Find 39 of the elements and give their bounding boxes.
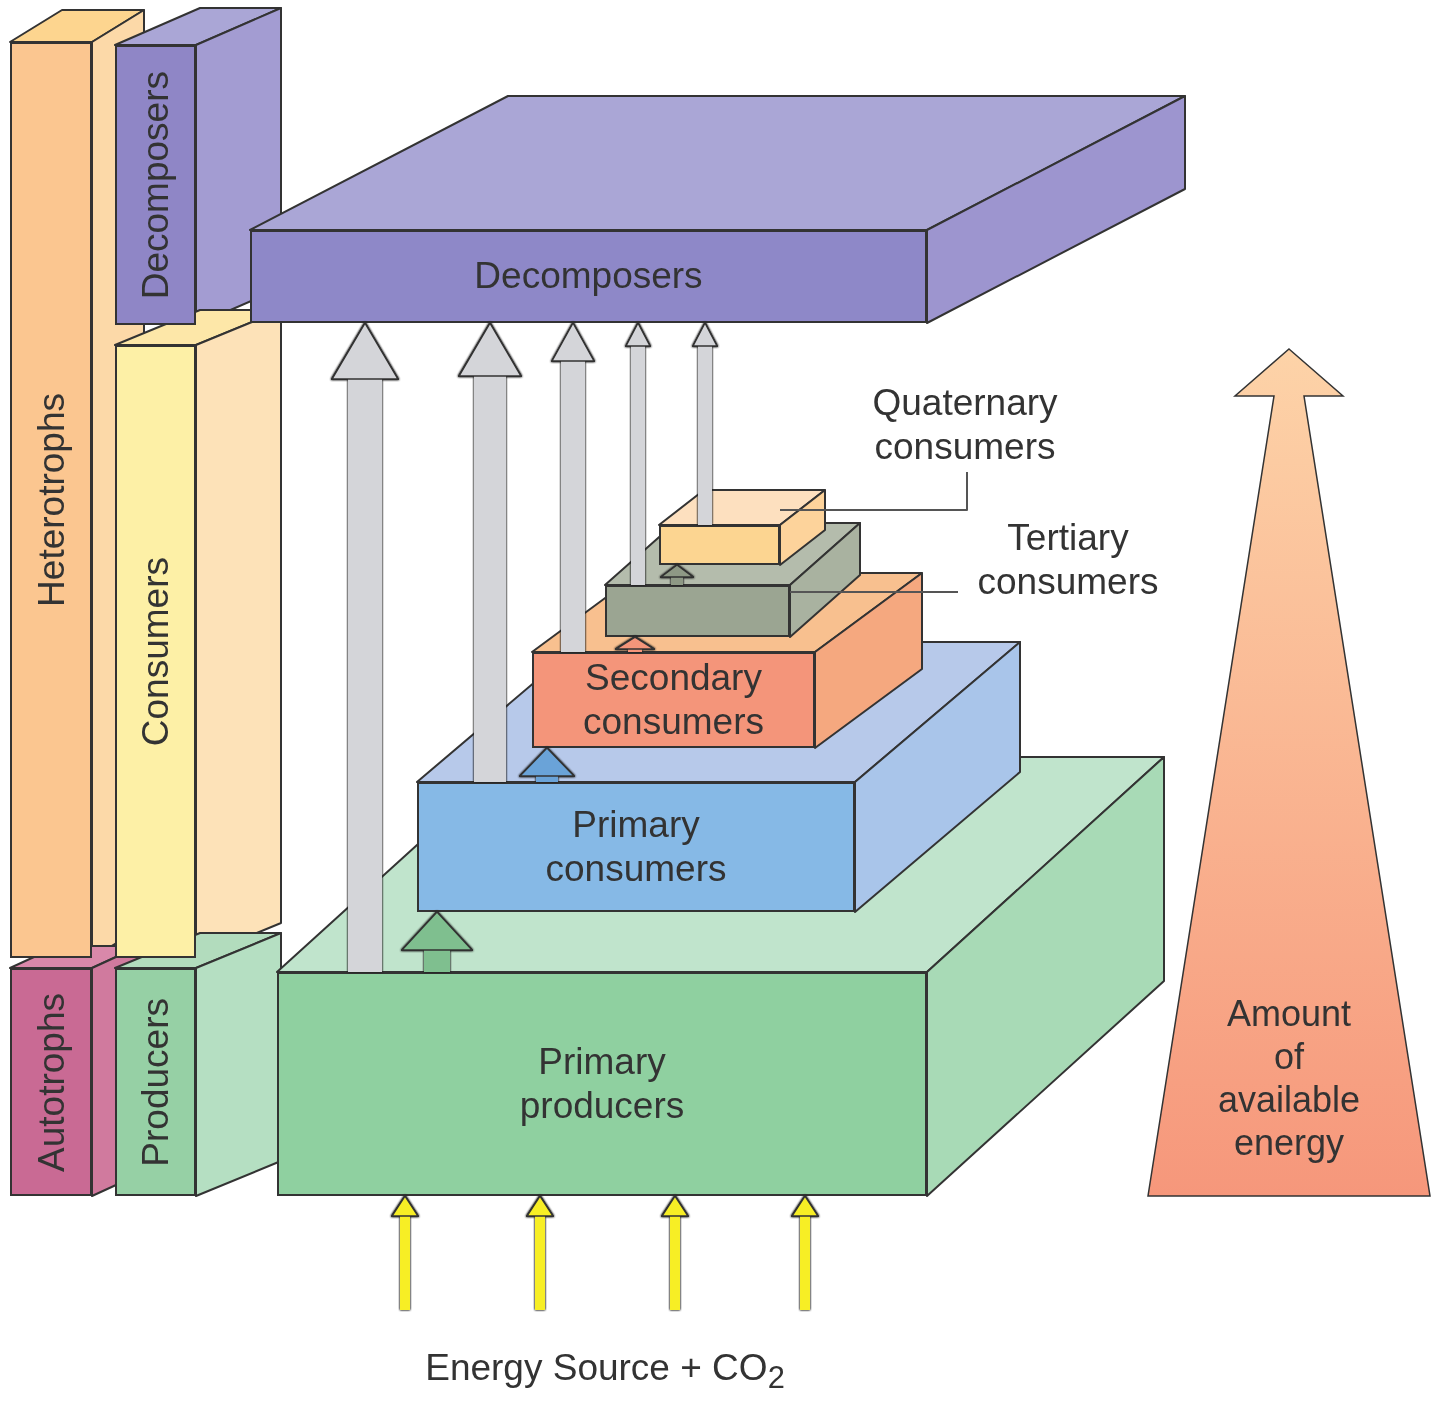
block-arrow [615, 636, 655, 652]
leader-line [779, 471, 968, 511]
block-arrow [331, 322, 399, 972]
column-block [115, 45, 196, 325]
prism-block [532, 652, 815, 748]
slab-block [250, 230, 927, 323]
block-arrow [551, 322, 595, 652]
callout-label: Energy Source + CO$_{2}$ [424, 1346, 786, 1398]
column-block [10, 968, 92, 1196]
prism-block [417, 782, 855, 912]
block-arrow [661, 1195, 689, 1310]
block-arrow [660, 564, 694, 585]
block-arrow [519, 747, 575, 782]
block-arrow [625, 322, 651, 585]
vertical-label: Consumers [137, 556, 174, 747]
block-arrow [458, 322, 522, 782]
prism-block [605, 585, 790, 637]
block-arrow [791, 1195, 819, 1310]
vertical-label: Heterotrophs [32, 393, 70, 607]
vertical-label: Producers [137, 997, 174, 1167]
block-arrow [391, 1195, 419, 1310]
block-arrow [401, 911, 473, 972]
block-label: Decomposers [474, 254, 703, 299]
triangle-label: Amount of available energy [1216, 991, 1362, 1165]
leader-line [789, 591, 959, 593]
vertical-label: Autotrophs [32, 992, 70, 1172]
prism-block [277, 972, 927, 1196]
block-arrow [692, 322, 718, 525]
callout-label: Tertiary consumers [976, 515, 1160, 604]
column-block [115, 345, 196, 958]
vertical-label: Decomposers [137, 70, 174, 300]
block-arrow [526, 1195, 554, 1310]
block-label: Primary producers [518, 1039, 686, 1128]
column-block [115, 968, 196, 1196]
block-label: Primary consumers [544, 802, 728, 891]
callout-label: Quaternary consumers [871, 380, 1059, 469]
block-label: Secondary consumers [582, 655, 765, 744]
column-block [10, 42, 92, 958]
prism-block [659, 525, 780, 565]
